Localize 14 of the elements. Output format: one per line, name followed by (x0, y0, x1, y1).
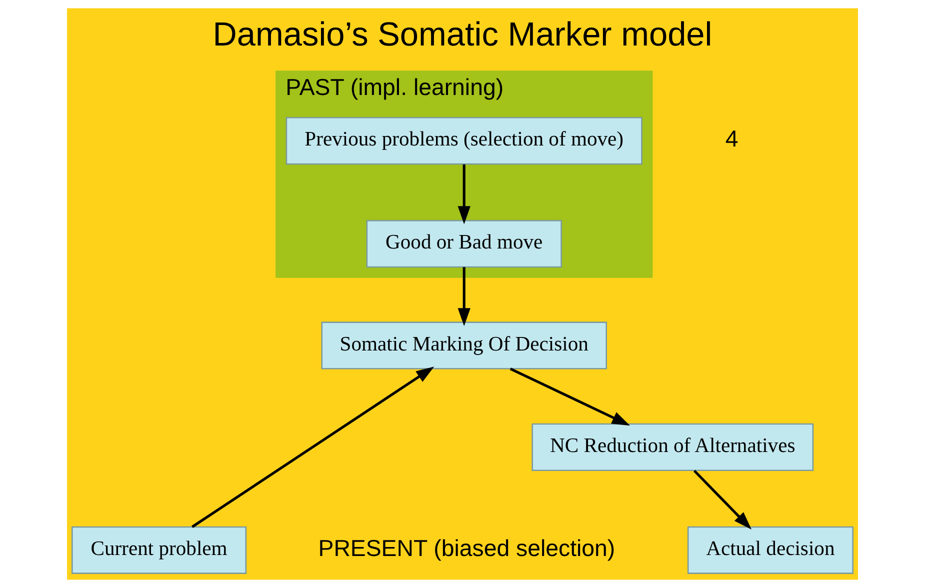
node-box: Somatic Marking Of Decision (321, 322, 607, 370)
node-box: Previous problems (selection of move) (286, 117, 642, 165)
label: 4 (725, 125, 738, 152)
arrow (192, 366, 434, 528)
arrow (510, 368, 630, 426)
diagram-title: Damasio’s Somatic Marker model (212, 16, 712, 54)
arrow (693, 470, 752, 530)
node-box: NC Reduction of Alternatives (532, 423, 814, 471)
arrow (458, 164, 470, 224)
node-box: Actual decision (687, 526, 854, 574)
arrow (458, 267, 470, 326)
node-box: Current problem (72, 526, 247, 574)
label: PRESENT (biased selection) (318, 534, 616, 561)
node-box: Good or Bad move (366, 220, 562, 268)
